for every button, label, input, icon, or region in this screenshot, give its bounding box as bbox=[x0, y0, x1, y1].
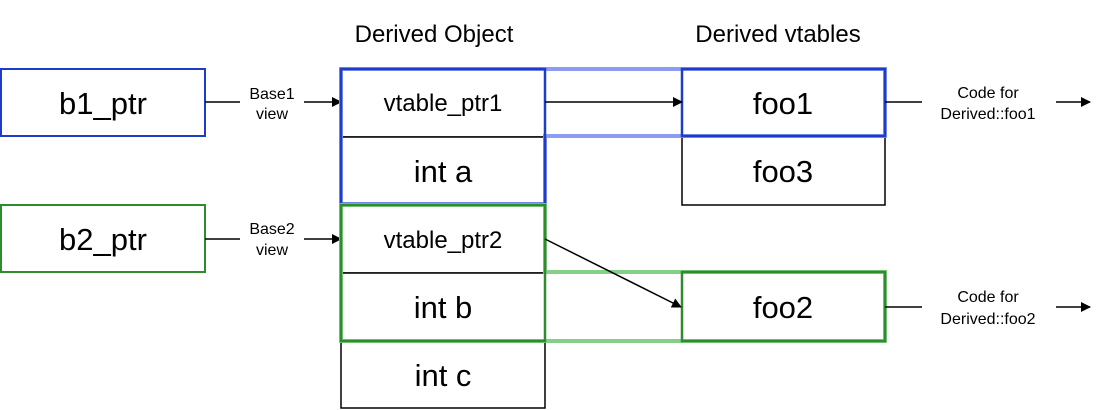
vtable-entry-foo3: foo3 bbox=[681, 136, 886, 206]
foo2-code-label-line2: Derived::foo2 bbox=[940, 311, 1035, 328]
svg-text:vtable_ptr2: vtable_ptr2 bbox=[384, 227, 503, 254]
svg-text:foo1: foo1 bbox=[753, 86, 813, 121]
b2-ptr-label: b2_ptr bbox=[59, 222, 147, 257]
svg-text:int b: int b bbox=[414, 290, 473, 325]
foo1-code-label-line1: Code for bbox=[957, 85, 1019, 102]
svg-text:foo2: foo2 bbox=[753, 290, 813, 325]
derived-object-header: Derived Object bbox=[355, 21, 514, 48]
object-cell-int-a: int a bbox=[340, 136, 546, 206]
b1-ptr-box: b1_ptr bbox=[0, 68, 206, 137]
base1-view-label-line2: view bbox=[256, 106, 288, 123]
b2-ptr-box: b2_ptr bbox=[0, 204, 206, 273]
svg-text:vtable_ptr1: vtable_ptr1 bbox=[384, 90, 503, 117]
base1-view-label-line1: Base1 bbox=[249, 86, 294, 103]
object-cell-int-c: int c bbox=[340, 340, 546, 409]
base2-view-label-line2: view bbox=[256, 242, 288, 259]
vtable-ptr2-arrow bbox=[544, 238, 682, 308]
foo2-code-label-line1: Code for bbox=[957, 289, 1019, 306]
svg-text:foo3: foo3 bbox=[753, 154, 813, 189]
vtable-entry-foo2: foo2 bbox=[681, 272, 886, 342]
base1-label-bg bbox=[240, 82, 304, 124]
vtable-entry-foo1: foo1 bbox=[681, 68, 886, 138]
foo2-code-label-bg bbox=[922, 286, 1056, 332]
b1-ptr-label: b1_ptr bbox=[59, 86, 147, 121]
object-cell-int-b: int b bbox=[340, 272, 546, 342]
base2-object-outline bbox=[339, 203, 547, 343]
base2-view-label-line1: Base2 bbox=[249, 221, 294, 238]
object-cell-vtable-ptr1: vtable_ptr1 bbox=[340, 68, 546, 138]
derived-vtables-header: Derived vtables bbox=[695, 21, 860, 48]
svg-text:int a: int a bbox=[414, 154, 473, 189]
foo1-code-label-line2: Derived::foo1 bbox=[940, 106, 1035, 123]
object-cell-vtable-ptr2: vtable_ptr2 bbox=[340, 204, 546, 274]
foo1-code-label-bg bbox=[922, 81, 1056, 127]
base2-label-bg bbox=[240, 218, 304, 260]
svg-text:int c: int c bbox=[415, 358, 472, 393]
